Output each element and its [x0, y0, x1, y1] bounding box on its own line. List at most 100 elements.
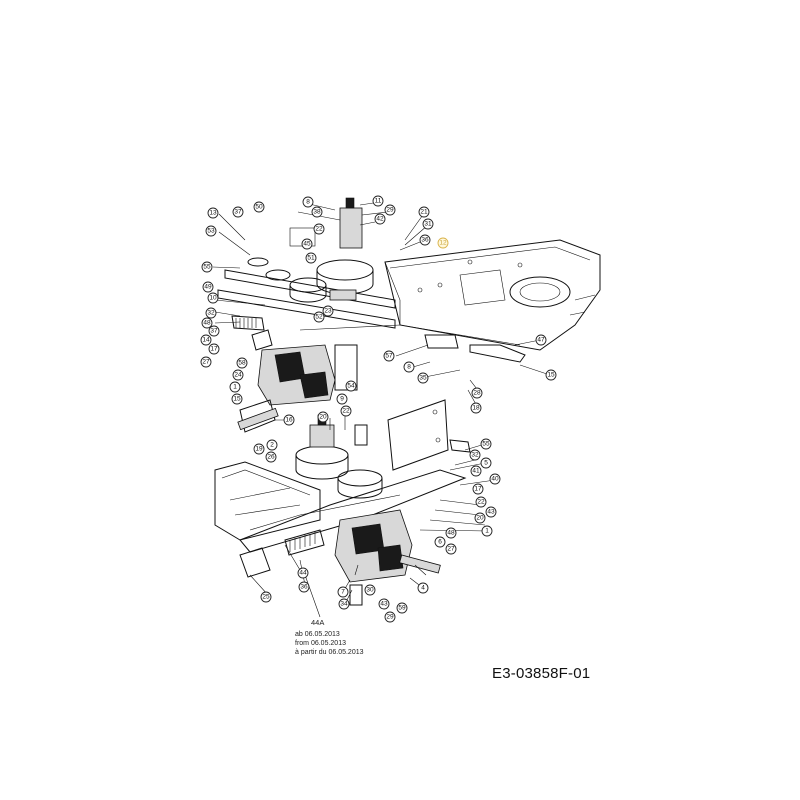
svg-text:17: 17	[210, 346, 218, 353]
document-code: E3-03858F-01	[492, 665, 591, 682]
svg-text:24: 24	[234, 372, 242, 379]
callout-24: 24	[232, 369, 244, 381]
svg-text:15: 15	[233, 396, 241, 403]
upper-rails	[217, 269, 526, 363]
callout-29: 29	[384, 204, 396, 216]
callout-22c: 22	[475, 496, 487, 508]
svg-text:19: 19	[255, 446, 263, 453]
callout-29b: 29	[384, 611, 396, 623]
lower-transmission	[239, 509, 441, 606]
callout-26: 26	[265, 451, 277, 463]
svg-text:27: 27	[202, 359, 210, 366]
callout-13: 13	[207, 207, 219, 219]
callout-16: 16	[283, 414, 295, 426]
svg-text:43: 43	[487, 509, 495, 516]
svg-text:48: 48	[203, 320, 211, 327]
svg-text:25: 25	[262, 594, 270, 601]
svg-text:21: 21	[420, 209, 428, 216]
callout-19: 19	[253, 443, 265, 455]
callout-5: 5	[480, 457, 492, 469]
svg-text:20: 20	[476, 515, 484, 522]
callout-58: 58	[236, 357, 248, 369]
svg-text:44: 44	[299, 570, 307, 577]
callout-37b: 37	[208, 325, 220, 337]
svg-text:50: 50	[255, 204, 263, 211]
svg-text:12: 12	[439, 240, 447, 247]
callout-44: 44	[297, 567, 309, 579]
svg-text:55: 55	[203, 264, 211, 271]
callout-37: 37	[232, 206, 244, 218]
callout-11: 11	[372, 195, 384, 207]
svg-text:41: 41	[472, 468, 480, 475]
callout-17b: 17	[472, 483, 484, 495]
callout-1b: 1	[481, 525, 493, 537]
callout-42: 42	[374, 213, 386, 225]
svg-text:49: 49	[204, 284, 212, 291]
svg-text:28: 28	[473, 390, 481, 397]
callout-23: 23	[322, 305, 334, 317]
svg-text:55: 55	[482, 441, 490, 448]
svg-text:2: 2	[270, 442, 274, 449]
svg-text:23: 23	[324, 308, 332, 315]
callout-59: 59	[396, 602, 408, 614]
svg-text:17: 17	[474, 486, 482, 493]
callout-48b: 48	[445, 527, 457, 539]
svg-text:57: 57	[385, 353, 393, 360]
callout-48: 48	[201, 317, 213, 329]
callout-54: 54	[345, 380, 357, 392]
callout-4: 4	[417, 582, 429, 594]
svg-text:14: 14	[202, 337, 210, 344]
svg-text:9: 9	[340, 396, 344, 403]
callout-36b: 36	[298, 581, 310, 593]
svg-text:4: 4	[421, 585, 425, 592]
svg-text:54: 54	[347, 383, 355, 390]
callout-52: 52	[313, 311, 325, 323]
svg-text:16: 16	[285, 417, 293, 424]
svg-text:22: 22	[477, 499, 485, 506]
svg-text:58: 58	[238, 360, 246, 367]
svg-text:20: 20	[319, 414, 327, 421]
callout-55: 55	[201, 261, 213, 273]
svg-text:36: 36	[300, 584, 308, 591]
svg-text:11: 11	[375, 198, 382, 205]
callout-14: 14	[200, 334, 212, 346]
svg-text:10: 10	[209, 295, 217, 302]
callout-8b: 8	[403, 361, 415, 373]
svg-text:42: 42	[376, 216, 384, 223]
callout-1: 1	[229, 381, 241, 393]
upper-chassis-frame	[384, 239, 601, 351]
callout-highlighted: 12	[437, 237, 449, 249]
callout-34: 34	[338, 598, 350, 610]
callout-group: 13 37 50 8 38 11 29 21 53 22 42 31 55 36…	[200, 195, 557, 623]
svg-text:30: 30	[366, 587, 374, 594]
svg-text:35: 35	[419, 375, 427, 382]
callout-20b: 20	[474, 512, 486, 524]
svg-text:8: 8	[407, 364, 411, 371]
callout-49: 49	[202, 281, 214, 293]
svg-text:27: 27	[447, 546, 455, 553]
svg-text:15: 15	[547, 372, 555, 379]
callout-31: 31	[422, 218, 434, 230]
callout-8: 8	[302, 196, 314, 208]
callout-17: 17	[208, 343, 220, 355]
callout-22b: 22	[340, 405, 352, 417]
svg-text:40: 40	[491, 476, 499, 483]
svg-text:22: 22	[315, 226, 323, 233]
svg-text:48: 48	[447, 530, 455, 537]
callout-53: 53	[205, 225, 217, 237]
svg-text:37: 37	[210, 328, 218, 335]
svg-text:34: 34	[340, 601, 348, 608]
upper-transmission	[231, 315, 358, 433]
variant-date-line-3: à partir du 06.05.2013	[295, 649, 364, 656]
svg-text:29: 29	[386, 207, 394, 214]
variant-label: 44A	[311, 618, 325, 627]
callout-27b: 27	[445, 543, 457, 555]
callout-38: 38	[311, 206, 323, 218]
callout-7: 7	[337, 586, 349, 598]
mid-bracket-plate	[387, 399, 471, 471]
svg-text:52: 52	[315, 314, 323, 321]
callout-10: 10	[207, 292, 219, 304]
callout-18: 18	[470, 402, 482, 414]
callout-15b: 15	[231, 393, 243, 405]
callout-20: 20	[317, 411, 329, 423]
